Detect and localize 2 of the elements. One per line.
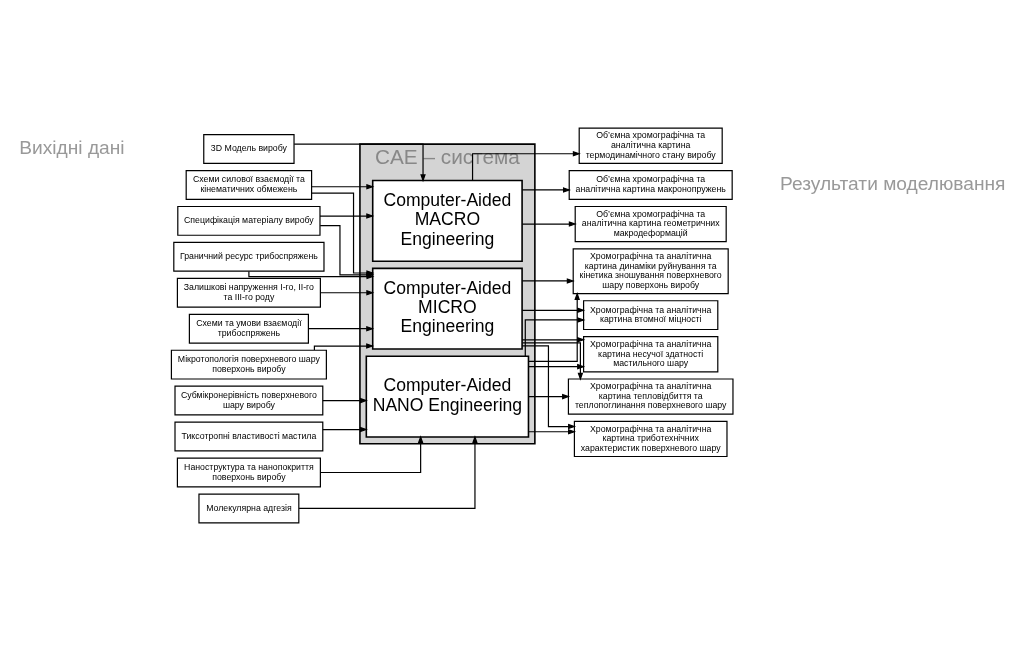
label: Вихідні дані [19,136,125,158]
label: Результати моделювання [780,172,1006,194]
